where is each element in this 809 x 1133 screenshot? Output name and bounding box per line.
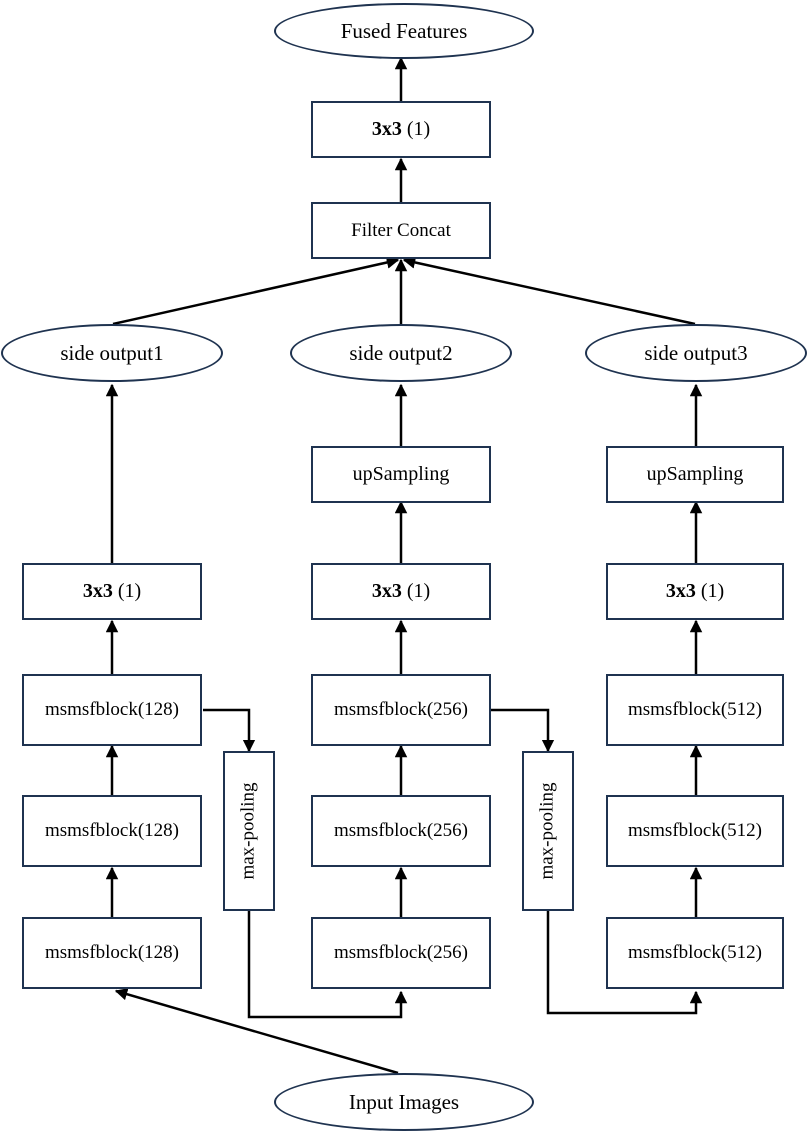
conv2-node: 3x3 (1) [311, 563, 491, 620]
conv1-node: 3x3 (1) [22, 563, 202, 620]
filter-concat-label: Filter Concat [351, 219, 451, 241]
upsampling3-label: upSampling [646, 463, 744, 485]
side-output1-label: side output1 [60, 340, 164, 365]
conv3-label: 3x3 (1) [665, 580, 725, 602]
block-128-mid-label: msmsfblock(128) [44, 820, 180, 841]
maxpool2-label: max-pooling [537, 782, 559, 880]
input-images-node: Input Images [274, 1073, 534, 1131]
maxpool1-node: max-pooling [223, 751, 275, 911]
block-128-bot-label: msmsfblock(128) [44, 942, 180, 963]
side-output3-label: side output3 [644, 340, 748, 365]
block-512-bot-label: msmsfblock(512) [627, 942, 763, 963]
filter-concat-node: Filter Concat [311, 202, 491, 259]
block-128-top-label: msmsfblock(128) [44, 699, 180, 720]
block-512-mid-node: msmsfblock(512) [606, 795, 784, 867]
upsampling3-node: upSampling [606, 446, 784, 503]
block-256-top-label: msmsfblock(256) [333, 699, 469, 720]
fused-features-label: Fused Features [340, 18, 468, 43]
block-128-mid-node: msmsfblock(128) [22, 795, 202, 867]
block-256-bot-node: msmsfblock(256) [311, 917, 491, 989]
side-output3-node: side output3 [585, 324, 807, 382]
block-512-top-node: msmsfblock(512) [606, 674, 784, 746]
arrow-side3-to-concat [402, 256, 696, 326]
maxpool2-node: max-pooling [522, 751, 574, 911]
block-128-bot-node: msmsfblock(128) [22, 917, 202, 989]
conv3-node: 3x3 (1) [606, 563, 784, 620]
conv2-label: 3x3 (1) [371, 580, 431, 602]
arrow-maxpool1-to-block256 [247, 911, 408, 1019]
arrow-input-to-block128 [114, 988, 399, 1075]
block-256-mid-label: msmsfblock(256) [333, 820, 469, 841]
fused-features-node: Fused Features [274, 3, 534, 59]
conv1-label: 3x3 (1) [82, 580, 142, 602]
arrow-block256-to-maxpool2 [491, 708, 555, 753]
block-256-mid-node: msmsfblock(256) [311, 795, 491, 867]
top-conv-node: 3x3 (1) [311, 101, 491, 158]
arrow-side1-to-concat [112, 256, 400, 326]
upsampling2-label: upSampling [352, 463, 450, 485]
maxpool1-label: max-pooling [238, 782, 260, 880]
upsampling2-node: upSampling [311, 446, 491, 503]
block-256-top-node: msmsfblock(256) [311, 674, 491, 746]
block-256-bot-label: msmsfblock(256) [333, 942, 469, 963]
block-512-mid-label: msmsfblock(512) [627, 820, 763, 841]
side-output1-node: side output1 [1, 324, 223, 382]
side-output2-label: side output2 [349, 340, 453, 365]
block-512-bot-node: msmsfblock(512) [606, 917, 784, 989]
side-output2-node: side output2 [290, 324, 512, 382]
arrow-maxpool2-to-block512 [546, 911, 703, 1015]
input-images-label: Input Images [348, 1089, 460, 1114]
block-128-top-node: msmsfblock(128) [22, 674, 202, 746]
arrow-block128-to-maxpool1 [203, 708, 256, 753]
block-512-top-label: msmsfblock(512) [627, 699, 763, 720]
top-conv-label: 3x3 (1) [371, 118, 431, 140]
